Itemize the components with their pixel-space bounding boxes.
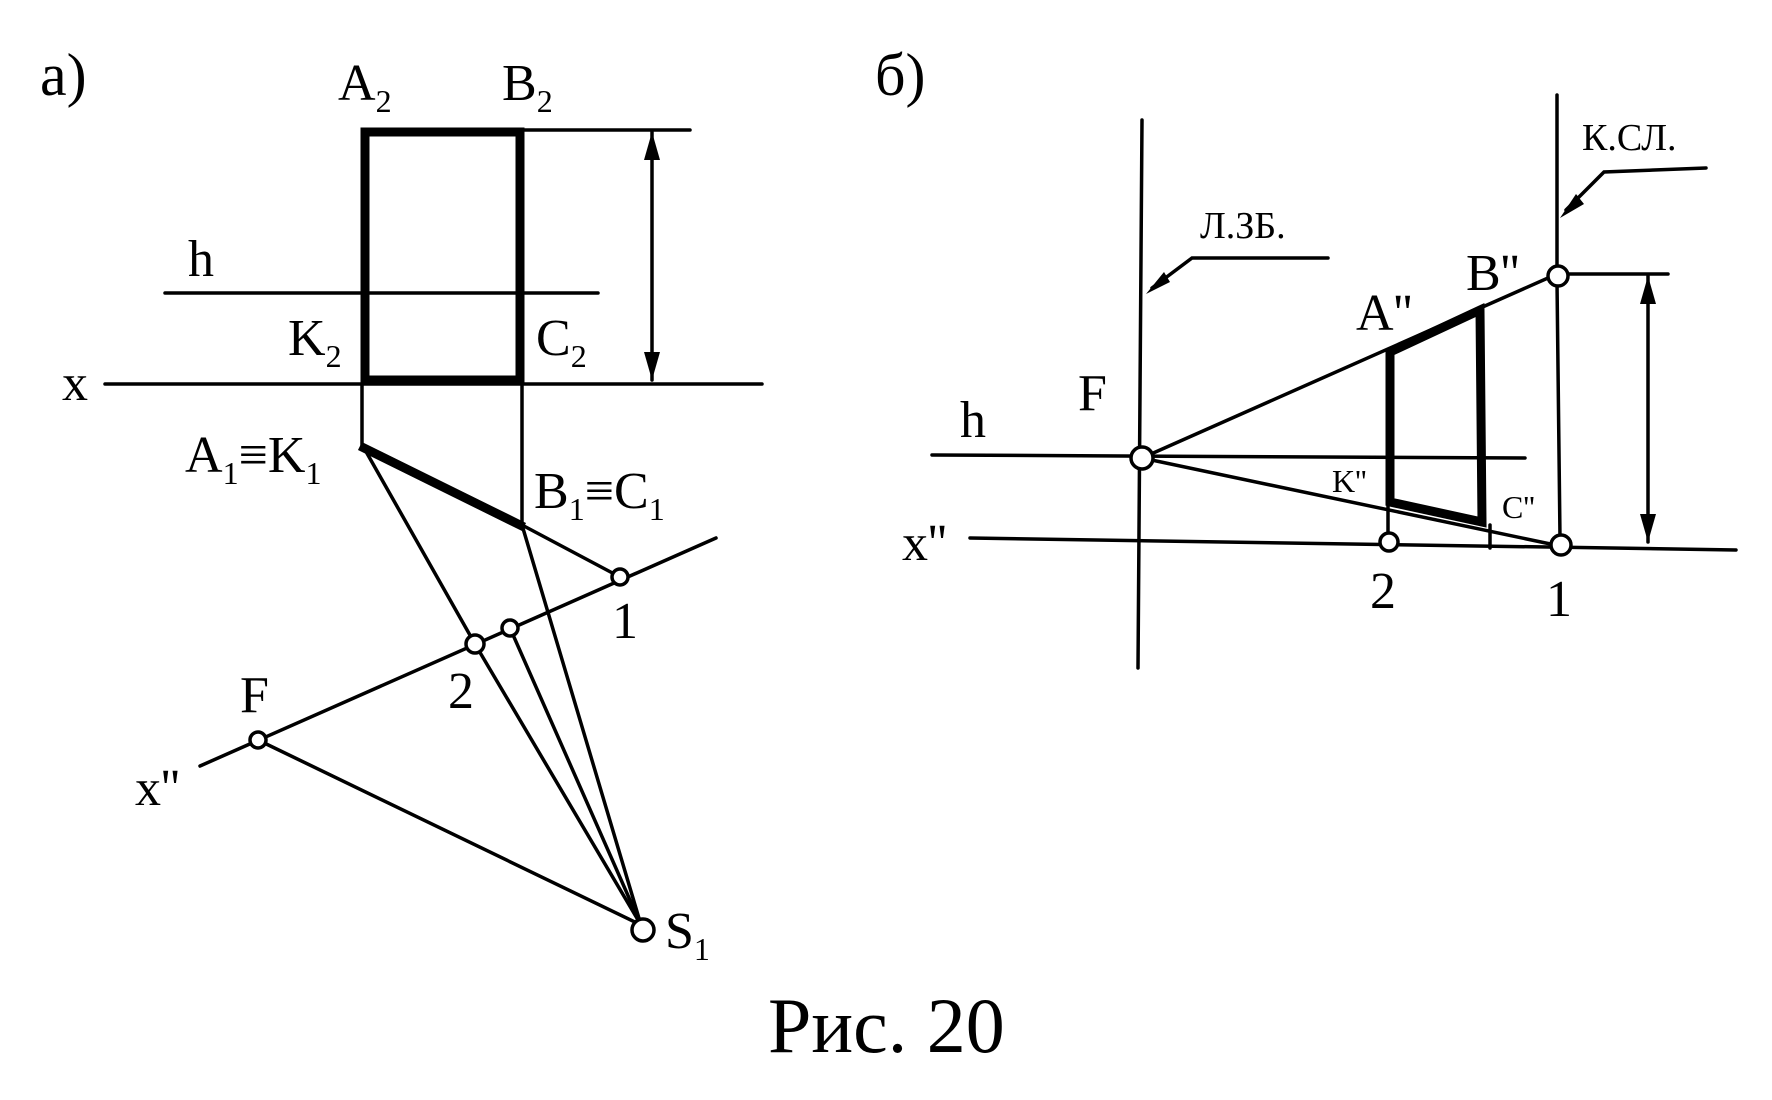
dimension-arrow-top (1640, 276, 1656, 304)
panel-b-title: б) (875, 42, 926, 108)
leader-ksl-arrow (1560, 194, 1584, 218)
line-2-to-s1 (473, 642, 643, 927)
label-f: F (1078, 365, 1107, 422)
line-f-to-top (1140, 272, 1559, 460)
label-x: x (62, 355, 88, 412)
line-b1-to-1 (520, 523, 622, 579)
label-a2: A2 (338, 55, 392, 119)
point-2 (1378, 531, 1400, 553)
panel-a-title: а) (40, 42, 87, 108)
figure-caption: Рис. 20 (768, 982, 1005, 1069)
label-b2: B2 (502, 55, 553, 119)
label-b: B'' (1466, 245, 1519, 302)
line-3-to-s1 (508, 626, 643, 927)
x2-axis-line (968, 536, 1738, 552)
dimension-arrow-bottom (644, 352, 660, 380)
dimension-arrow-top (644, 132, 660, 160)
label-a: A'' (1356, 285, 1412, 342)
label-c: C'' (1502, 489, 1535, 525)
label-x2: x'' (902, 515, 947, 572)
line-a1-to-2 (362, 446, 477, 646)
horizontal-projection-a1b1 (357, 441, 527, 532)
label-k: K'' (1332, 463, 1367, 499)
label-b1-c1: B1≡C1 (534, 463, 665, 527)
panel-b: б) К.СЛ. Л.ЗБ. B'' A'' (875, 42, 1738, 670)
point-3 (500, 618, 520, 638)
dimension-arrow-bottom (1640, 514, 1656, 542)
label-point-1: 1 (612, 593, 638, 650)
label-c2: C2 (536, 310, 587, 374)
panel-a: а) A2 B2 h K2 C2 (40, 42, 764, 967)
label-point-1: 1 (1546, 571, 1572, 628)
label-point-2: 2 (1370, 563, 1396, 620)
label-x2: x'' (135, 760, 180, 817)
perspective-rectangle (1385, 302, 1487, 528)
leader-lzb (1150, 256, 1330, 290)
horizon-line-h (930, 453, 1527, 460)
point-1 (610, 567, 630, 587)
point-f (1129, 445, 1155, 471)
label-a1-k1: A1≡K1 (185, 427, 321, 491)
label-point-f: F (240, 667, 269, 724)
point-f (248, 730, 268, 750)
label-h: h (960, 392, 986, 449)
point-1 (1549, 533, 1573, 557)
label-s1: S1 (665, 903, 710, 967)
point-2 (464, 633, 486, 655)
picture-line-ksl-lower (1555, 280, 1562, 540)
frontal-projection-rectangle (360, 127, 525, 385)
label-h: h (188, 231, 214, 288)
point-top (1546, 264, 1570, 288)
label-k2: K2 (288, 310, 342, 374)
line-b1-to-s1 (520, 523, 643, 927)
leader-ksl (1564, 166, 1708, 212)
label-point-2: 2 (448, 663, 474, 720)
label-lzb: Л.ЗБ. (1200, 205, 1286, 247)
line-f-to-s1 (256, 738, 643, 927)
x2-axis-line (198, 536, 718, 768)
label-ksl: К.СЛ. (1582, 117, 1677, 159)
picture-line-lzb (1136, 118, 1144, 670)
leader-lzb-arrow (1146, 272, 1170, 294)
point-s1 (630, 917, 656, 943)
